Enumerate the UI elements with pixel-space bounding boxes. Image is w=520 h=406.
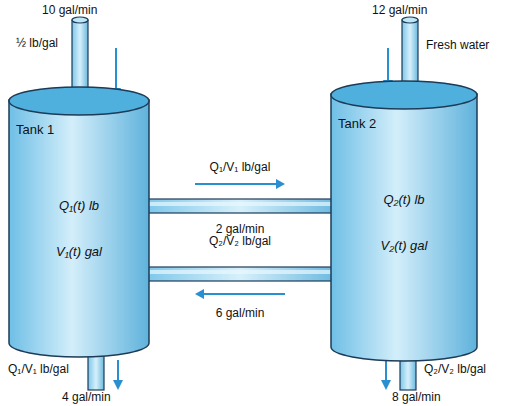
flow-rate: 10 gal/min	[42, 3, 97, 18]
tank-name: Tank 2	[338, 116, 376, 132]
tank: Tank 2 Q₂(t) lb V₂(t) gal	[330, 80, 478, 362]
flow-rate: 8 gal/min	[392, 390, 441, 405]
tank-quantity: V₂(t) gal	[381, 238, 428, 254]
connecting-pipe	[144, 267, 336, 299]
flow-rate: 6 gal/min	[216, 306, 265, 321]
tank-quantity: V₁(t) gal	[56, 244, 102, 260]
flow-rate: 4 gal/min	[62, 390, 111, 405]
connecting-pipe	[144, 179, 336, 213]
tank-quantity: Q₂(t) lb	[383, 192, 424, 208]
tank-name: Tank 1	[16, 122, 54, 138]
flow-rate: 12 gal/min	[372, 3, 427, 18]
concentration-label: Q₂/V₂ lb/gal	[424, 362, 486, 377]
flow-rate: 2 gal/min	[216, 222, 265, 237]
concentration-label: Fresh water	[426, 38, 489, 53]
concentration-label: Q₂/V₂ lb/gal	[209, 234, 271, 249]
tank-quantity: Q₁(t) lb	[59, 198, 99, 214]
concentration-label: Q₁/V₁ lb/gal	[210, 160, 271, 175]
concentration-label: Q₁/V₁ lb/gal	[8, 362, 69, 377]
tank: Tank 1 Q₁(t) lb V₁(t) gal	[8, 86, 150, 358]
concentration-label: ½ lb/gal	[16, 36, 58, 51]
